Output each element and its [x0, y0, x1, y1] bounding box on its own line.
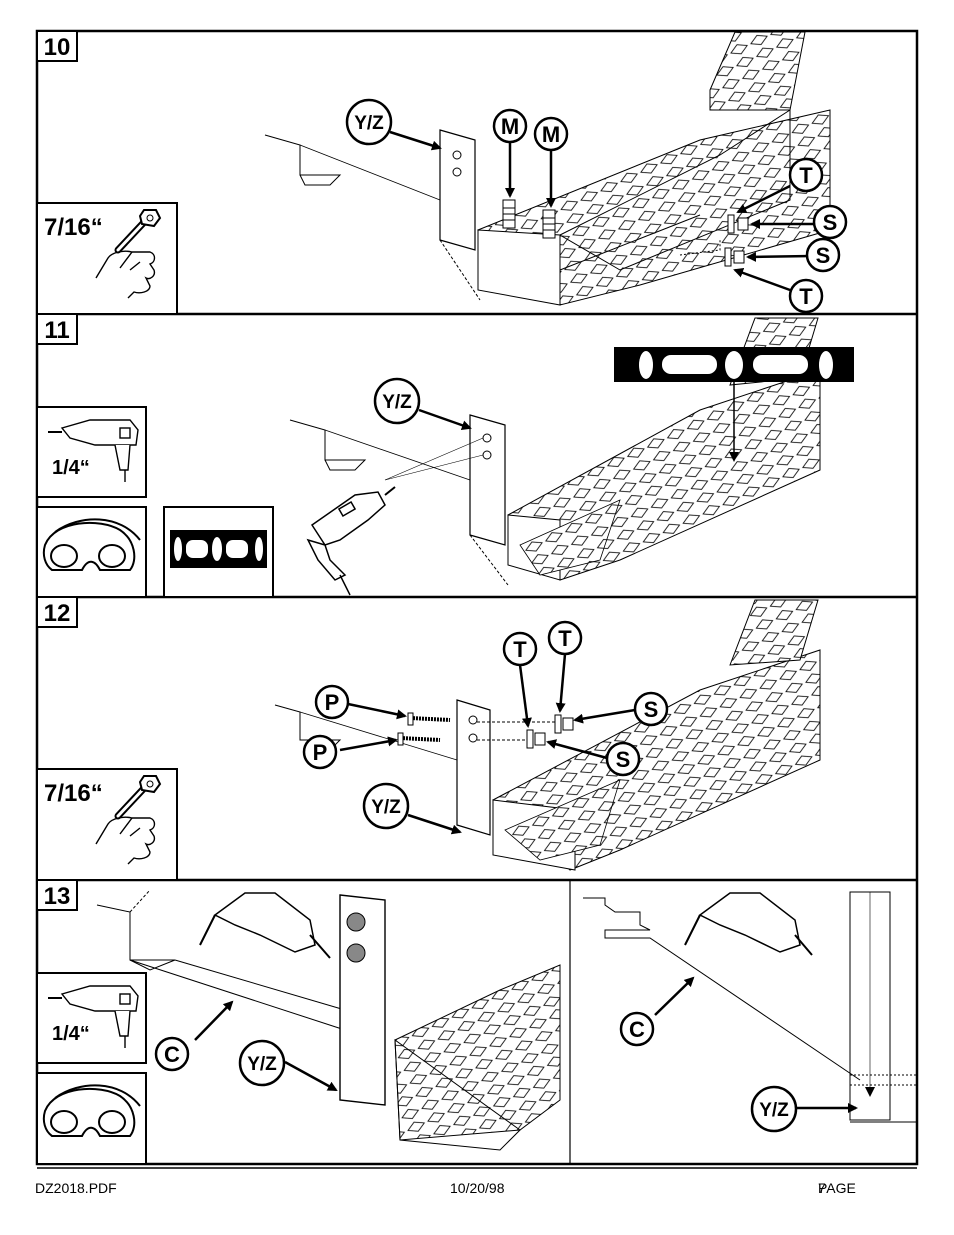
svg-text:Y/Z: Y/Z	[382, 392, 412, 413]
callout-yz: Y/Z	[373, 377, 421, 425]
step-13-number-box: 13	[36, 879, 78, 911]
callout-m: M	[533, 116, 569, 152]
wrench-tool-box: 7/16“	[36, 768, 178, 881]
footer-filename: DZ2018.PDF	[35, 1180, 117, 1196]
svg-text:Y/Z: Y/Z	[371, 797, 401, 818]
level-tool-box	[163, 506, 274, 598]
step-10-number-box: 10	[36, 30, 78, 62]
step-13-left-illustration	[96, 889, 561, 1151]
callout-s: S	[812, 204, 848, 240]
callout-c: C	[154, 1036, 190, 1072]
level-tool-icon	[170, 530, 267, 568]
svg-text:T: T	[799, 284, 813, 309]
svg-text:Y/Z: Y/Z	[247, 1054, 277, 1075]
callout-t: T	[547, 620, 583, 656]
level-tool-icon	[614, 347, 854, 462]
safety-goggles-icon	[42, 518, 141, 571]
footer-date: 10/20/98	[450, 1180, 505, 1196]
callout-m: M	[492, 108, 528, 144]
drill-icon	[48, 985, 139, 1048]
step-number: 10	[44, 34, 71, 61]
svg-text:P: P	[313, 740, 328, 765]
callout-yz: Y/Z	[238, 1039, 286, 1087]
svg-text:S: S	[644, 697, 659, 722]
callout-s: S	[633, 691, 669, 727]
safety-goggles-icon	[42, 1084, 141, 1137]
callout-t: T	[788, 278, 824, 314]
drill-icon	[684, 892, 813, 956]
callout-p: P	[302, 734, 338, 770]
svg-text:M: M	[542, 122, 560, 147]
callout-p: P	[314, 684, 350, 720]
svg-text:C: C	[164, 1042, 180, 1067]
footer-page-label: PAGE	[818, 1180, 856, 1196]
svg-text:T: T	[558, 626, 572, 651]
step-11-number-box: 11	[36, 313, 78, 345]
drill-bit-size-label: 1/4“	[52, 457, 90, 479]
svg-text:M: M	[501, 114, 519, 139]
svg-text:C: C	[629, 1017, 645, 1042]
callout-t: T	[788, 157, 824, 193]
step-number: 12	[44, 600, 71, 627]
wrench-size-label: 7/16“	[44, 214, 103, 241]
wrench-size-label: 7/16“	[44, 780, 103, 807]
callout-yz: Y/Z	[345, 98, 393, 146]
drill-icon	[199, 892, 331, 959]
step-number: 11	[44, 317, 69, 344]
svg-text:Y/Z: Y/Z	[759, 1100, 789, 1121]
wrench-tool-box: 7/16“	[36, 202, 178, 315]
svg-text:P: P	[325, 690, 340, 715]
drill-icon	[306, 486, 396, 596]
svg-text:T: T	[799, 163, 813, 188]
callout-s: S	[605, 741, 641, 777]
drill-tool-box: 1/4“	[36, 972, 147, 1064]
wrench-icon	[114, 775, 162, 820]
svg-text:S: S	[823, 210, 838, 235]
drill-icon	[48, 419, 139, 482]
callout-yz: Y/Z	[750, 1085, 798, 1133]
safety-goggles-box	[36, 506, 147, 598]
drill-tool-box: 1/4“	[36, 406, 147, 498]
step-13-right-illustration	[583, 891, 917, 1123]
callout-s: S	[805, 237, 841, 273]
wrench-icon	[114, 209, 162, 254]
step-12-number-box: 12	[36, 596, 78, 628]
step-11-illustration	[289, 317, 854, 596]
callout-yz: Y/Z	[362, 782, 410, 830]
step-number: 13	[44, 883, 71, 910]
svg-text:S: S	[816, 243, 831, 268]
callout-t: T	[502, 631, 538, 667]
hand-icon	[95, 250, 156, 299]
step-12-illustration	[274, 599, 821, 871]
hand-icon	[95, 816, 156, 865]
drill-bit-size-label: 1/4“	[52, 1023, 90, 1045]
step-10-illustration	[264, 31, 831, 306]
svg-text:Y/Z: Y/Z	[354, 113, 384, 134]
safety-goggles-box	[36, 1072, 147, 1165]
svg-text:T: T	[513, 637, 527, 662]
svg-text:S: S	[616, 747, 631, 772]
footer-page-number: 7	[818, 1180, 826, 1196]
callout-c: C	[619, 1011, 655, 1047]
